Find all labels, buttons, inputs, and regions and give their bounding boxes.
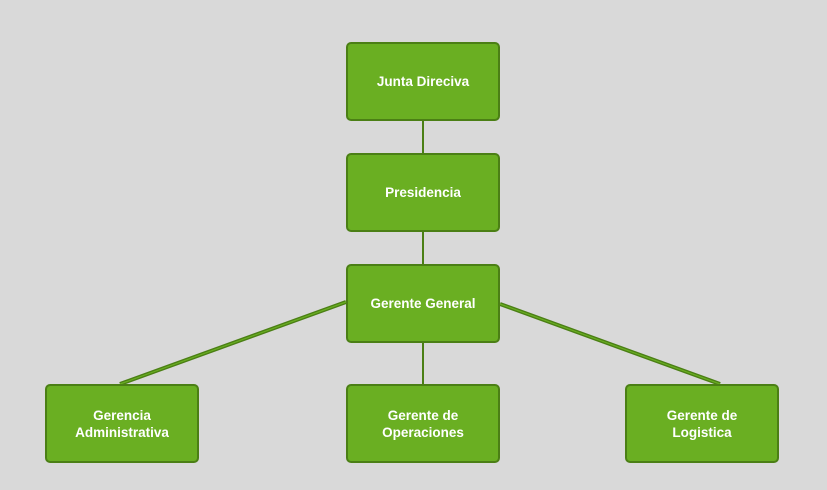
node-label: Gerente de Operaciones: [382, 407, 464, 440]
node-junta-directiva[interactable]: Junta Direciva: [346, 42, 500, 121]
node-label: Gerencia Administrativa: [75, 407, 169, 440]
edge-gerente-general-logistica-inner: [499, 303, 721, 385]
node-label: Gerente de Logistica: [666, 407, 738, 440]
node-label: Junta Direciva: [376, 74, 470, 89]
edge-gerente-general-administrativa-inner: [119, 301, 347, 385]
node-gerente-general[interactable]: Gerente General: [346, 264, 500, 343]
node-gerente-logistica[interactable]: Gerente de Logistica: [625, 384, 779, 463]
node-label: Presidencia: [385, 185, 461, 200]
node-presidencia[interactable]: Presidencia: [346, 153, 500, 232]
node-gerencia-administrativa[interactable]: Gerencia Administrativa: [45, 384, 199, 463]
node-label: Gerente General: [370, 296, 476, 311]
node-gerente-operaciones[interactable]: Gerente de Operaciones: [346, 384, 500, 463]
